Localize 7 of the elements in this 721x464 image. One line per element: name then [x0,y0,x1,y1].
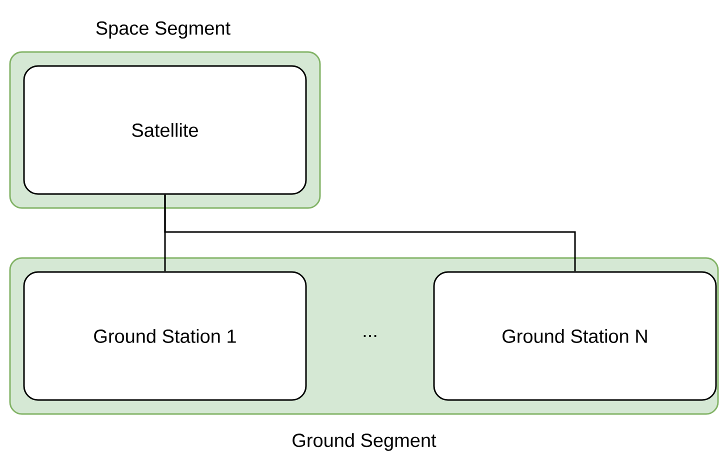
panel-heading: Space Segment [96,21,230,39]
connector-line [164,194,576,272]
ellipsis-text: ... [364,335,376,338]
rounded-box: Ground Station 1 [23,271,307,401]
rounded-box: Ground Station N [433,271,717,401]
panel-heading: Ground Segment [292,433,436,451]
rounded-box: Satellite [23,65,307,195]
